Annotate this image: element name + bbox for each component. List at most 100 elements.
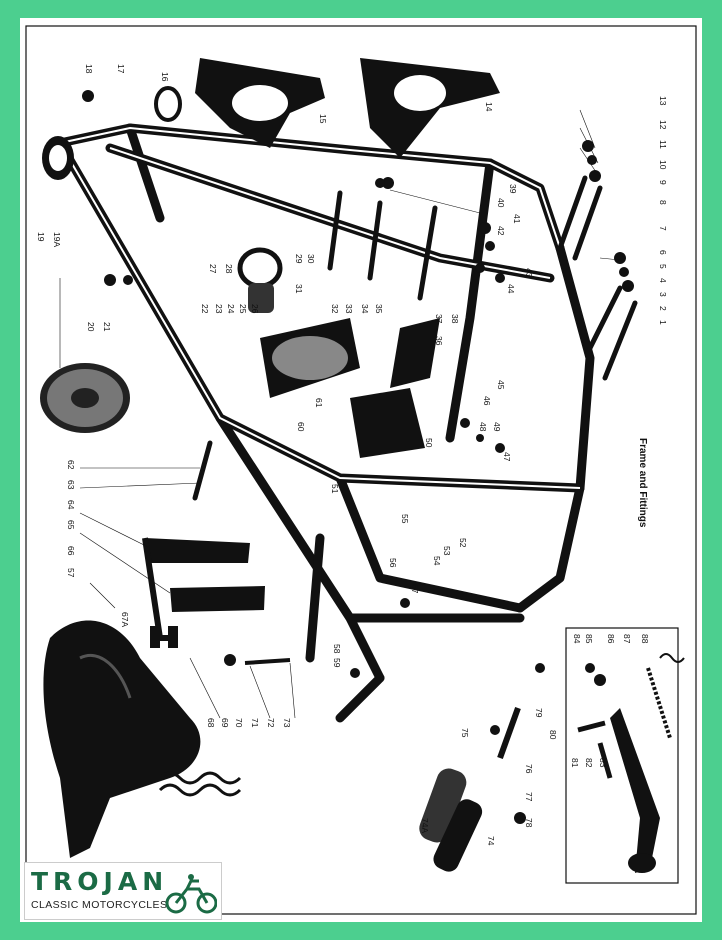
part-label: 18 [84, 64, 94, 74]
part-label: 86 [606, 634, 616, 644]
part-label: 12 [658, 120, 668, 130]
frame-diagram: 1 2 3 4 5 6 7 8 9 10 11 12 13 14 15 16 1… [25, 25, 697, 915]
diagram-title: Frame and Fittings [637, 438, 648, 528]
part-label: 49 [492, 422, 502, 432]
part-label: 64 [66, 500, 76, 510]
footrest-74 [433, 799, 483, 872]
footrest-74A [419, 768, 467, 843]
part-label: 58 [332, 644, 342, 654]
stud-76 [497, 706, 521, 760]
part-label: 38 [450, 314, 460, 324]
part-label: 76 [524, 764, 534, 774]
part-label: 65 [66, 520, 76, 530]
part-label: 5 [658, 264, 668, 269]
part-label: 55 [400, 514, 410, 524]
part-label: 39 [508, 184, 518, 194]
part-label: 33 [344, 304, 354, 314]
part-label: 71 [250, 718, 260, 728]
seat-57 [43, 620, 201, 858]
part-label: 35 [374, 304, 384, 314]
part-label: 22 [200, 304, 210, 314]
part-label: 61 [314, 398, 324, 408]
part-label: 43 [524, 268, 534, 278]
ring-16 [154, 86, 182, 122]
part-label: 13 [658, 96, 668, 106]
seat-spring [158, 771, 242, 797]
part-label: 67 [410, 584, 420, 594]
bracket-65 [170, 586, 265, 612]
toolbox-60 [350, 388, 425, 458]
motorcycle-icon [165, 874, 217, 914]
part-label: 34 [360, 304, 370, 314]
part-label: 68 [206, 718, 216, 728]
part-label: 14 [484, 102, 494, 112]
part-label: 29 [294, 254, 304, 264]
part-label: 26 [250, 304, 260, 314]
part-label: 31 [294, 284, 304, 294]
part-label: 60 [296, 422, 306, 432]
part-label: 9 [658, 180, 668, 185]
parts-diagram-frame: 1 2 3 4 5 6 7 8 9 10 11 12 13 14 15 16 1… [20, 18, 702, 922]
tank-ring-27 [237, 247, 283, 289]
part-label: 48 [478, 422, 488, 432]
part-label: 51 [330, 484, 340, 494]
part-label: 52 [458, 538, 468, 548]
part-label: 77 [524, 792, 534, 802]
part-label: 1 [658, 320, 668, 325]
part-label: 74 [486, 836, 496, 846]
part-label: 59 [332, 658, 342, 668]
part-label: 69 [220, 718, 230, 728]
stand-inset-box [565, 627, 679, 884]
part-label: 37 [434, 314, 444, 324]
part-label: 73 [282, 718, 292, 728]
part-label: 56 [388, 558, 398, 568]
logo-tagline: CLASSIC MOTORCYCLES [31, 899, 168, 911]
logo-name: TROJAN [31, 867, 169, 896]
main-frame [55, 123, 595, 723]
bracket-64 [145, 538, 250, 563]
part-label: 36 [434, 336, 444, 346]
part-label: 81 [570, 758, 580, 768]
part-label: 8 [658, 200, 668, 205]
part-label: 75 [460, 728, 470, 738]
part-label: 62 [66, 460, 76, 470]
part-label: 54 [432, 556, 442, 566]
part-label: 28 [224, 264, 234, 274]
part-label: 19A [52, 232, 62, 247]
part-label: 67A [120, 612, 130, 627]
part-number-labels: 1 2 3 4 5 6 7 8 9 10 11 12 13 14 15 16 1… [36, 64, 668, 846]
part-label: 21 [102, 322, 112, 332]
part-label: 17 [116, 64, 126, 74]
bolt-73 [244, 658, 291, 665]
part-label: 27 [208, 264, 218, 274]
part-label: 45 [496, 380, 506, 390]
part-label: 44 [506, 284, 516, 294]
part-label: 74A [420, 818, 430, 833]
diagram-border [25, 25, 697, 915]
part-label: 80 [548, 730, 558, 740]
part-label: 72 [266, 718, 276, 728]
part-label: 83 [598, 758, 608, 768]
part-label: 6 [658, 250, 668, 255]
small-parts [104, 178, 545, 824]
part-label: 66 [66, 546, 76, 556]
part-label: 46 [482, 396, 492, 406]
prop-stand-83 [610, 708, 660, 873]
part-label: 24 [226, 304, 236, 314]
part-label: 57 [66, 568, 76, 578]
part-label: 25 [238, 304, 248, 314]
part-label: 88 [640, 634, 650, 644]
part-label: 63 [66, 480, 76, 490]
part-label: 15 [318, 114, 328, 124]
nut-18 [82, 90, 94, 102]
bolts-right [192, 175, 638, 501]
part-label: 47 [502, 452, 512, 462]
part-label: 70 [234, 718, 244, 728]
part-label: 82 [584, 758, 594, 768]
part-label: 84 [572, 634, 582, 644]
part-label: 2 [658, 306, 668, 311]
part-label: 79 [534, 708, 544, 718]
part-label: 87 [622, 634, 632, 644]
part-label: 40 [496, 198, 506, 208]
part-label: 30 [306, 254, 316, 264]
